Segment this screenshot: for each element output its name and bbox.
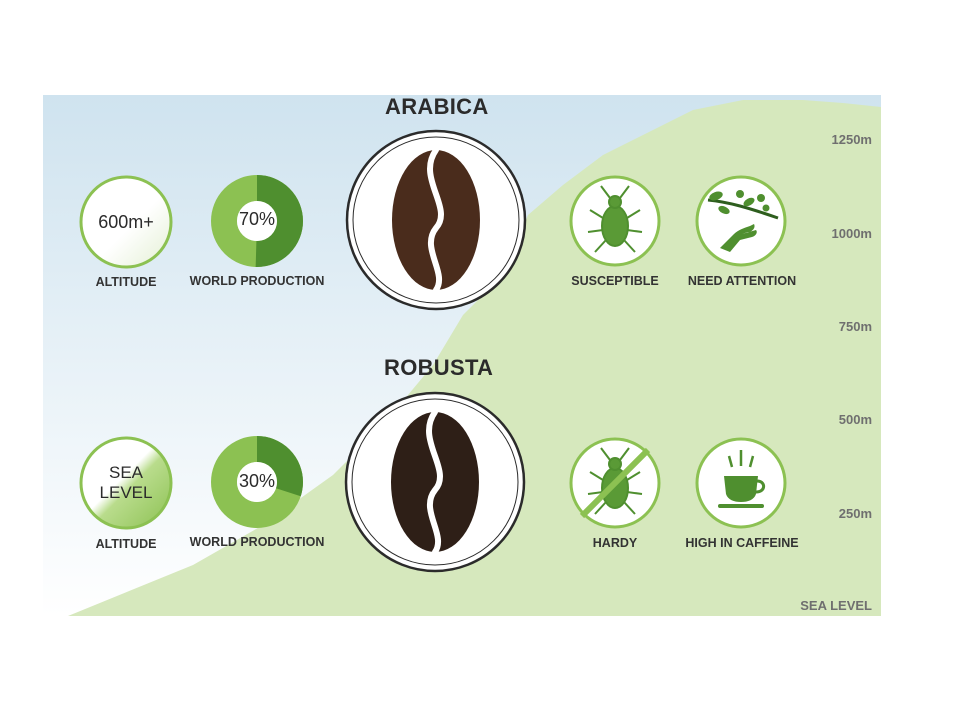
arabica-title: ARABICA — [385, 95, 489, 119]
robusta-altitude-line2: LEVEL — [99, 483, 153, 502]
hand-plant-icon — [707, 190, 779, 252]
arabica-production-donut — [211, 175, 303, 267]
arabica-pest-badge — [569, 175, 661, 267]
robusta-altitude-label: ALTITUDE — [95, 537, 157, 551]
robusta-production-value: 30% — [238, 471, 276, 491]
elevation-1000: 1000m — [831, 226, 872, 241]
coffee-cup-icon — [718, 450, 766, 508]
arabica-production-value: 70% — [238, 209, 276, 229]
robusta-caffeine-badge — [695, 437, 787, 529]
robusta-production-donut — [211, 436, 303, 528]
robusta-altitude-value: SEA LEVEL — [100, 463, 153, 503]
elevation-1250: 1250m — [831, 132, 872, 147]
coffee-bean-icon — [392, 147, 480, 293]
arabica-altitude-value: 600m+ — [98, 212, 154, 232]
arabica-care-badge — [695, 175, 787, 267]
arabica-altitude-label: ALTITUDE — [95, 275, 157, 289]
aphid-crossed-icon — [579, 447, 651, 519]
robusta-title: ROBUSTA — [384, 355, 494, 380]
aphid-icon — [587, 185, 643, 253]
arabica-altitude-circle — [79, 175, 173, 269]
arabica-care-label: NEED ATTENTION — [687, 274, 797, 288]
elevation-500: 500m — [838, 412, 872, 427]
robusta-pest-label: HARDY — [592, 536, 638, 550]
coffee-bean-icon — [391, 409, 479, 555]
infographic-panel: ARABICA 600m+ ALTITUDE 70% WORLD PRODUCT… — [43, 95, 881, 616]
arabica-bean-badge — [345, 129, 527, 311]
elevation-250: 250m — [838, 506, 872, 521]
arabica-pest-label: SUSCEPTIBLE — [571, 274, 659, 288]
robusta-altitude-circle — [79, 436, 173, 530]
robusta-bean-badge — [344, 391, 526, 573]
robusta-pest-badge — [569, 437, 661, 529]
robusta-production-label: WORLD PRODUCTION — [189, 535, 325, 549]
robusta-caffeine-label: HIGH IN CAFFEINE — [685, 536, 799, 550]
arabica-production-label: WORLD PRODUCTION — [189, 274, 325, 288]
elevation-sea-level: SEA LEVEL — [800, 598, 872, 613]
elevation-750: 750m — [838, 319, 872, 334]
robusta-altitude-line1: SEA — [108, 463, 144, 482]
